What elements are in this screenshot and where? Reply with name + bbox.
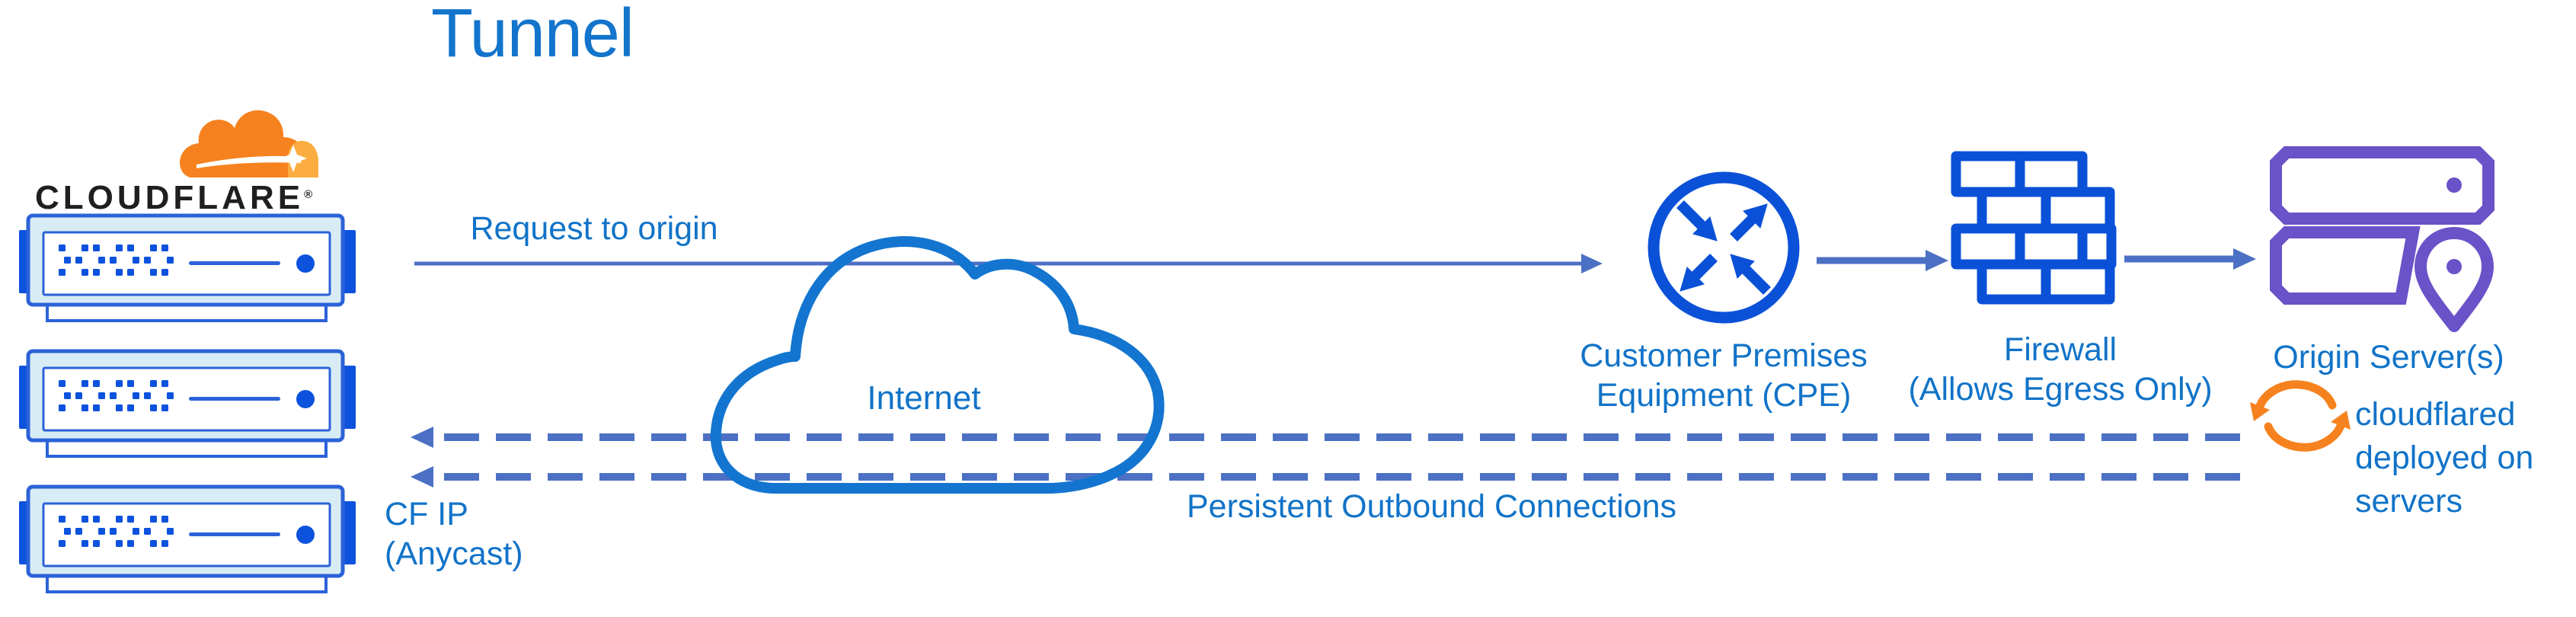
router-arrows-icon	[1648, 171, 1800, 324]
registered-trademark-symbol: ®	[304, 188, 313, 201]
anycast-line: (Anycast)	[385, 535, 523, 572]
firewall-label-line2: (Allows Egress Only)	[1908, 371, 2213, 408]
cloudflared-label: cloudflared deployed on servers	[2355, 393, 2533, 523]
outbound-arrow-bottom	[411, 466, 2248, 488]
request-to-origin-label: Request to origin	[470, 210, 718, 247]
firewall-to-origin-arrow	[2124, 248, 2256, 270]
edge-server-icon	[19, 351, 356, 456]
diagram-title: Tunnel	[431, 0, 634, 72]
cpe-label-line1: Customer Premises	[1580, 337, 1868, 374]
persistent-outbound-label: Persistent Outbound Connections	[1187, 488, 1677, 525]
cloudflare-wordmark-text: CLOUDFLARE	[35, 179, 305, 216]
cpe-label: Customer Premises Equipment (CPE)	[1533, 336, 1914, 415]
origin-server-location-icon	[2270, 146, 2495, 332]
cloudflare-wordmark: CLOUDFLARE®	[35, 180, 312, 216]
internet-cloud-icon	[710, 236, 1165, 494]
cloudflared-label-line3: servers	[2355, 483, 2463, 519]
brick-wall-icon	[1951, 151, 2117, 305]
firewall-label-line1: Firewall	[2003, 331, 2117, 368]
edge-server-icon	[19, 216, 356, 321]
cf-ip-anycast-label: CF IP (Anycast)	[385, 494, 523, 574]
cloudflared-label-line1: cloudflared	[2355, 396, 2516, 433]
outbound-arrow-top	[411, 427, 2248, 448]
cpe-to-firewall-arrow	[1817, 250, 1948, 271]
cpe-label-line2: Equipment (CPE)	[1596, 377, 1852, 414]
cloudflared-label-line2: deployed on	[2355, 440, 2534, 476]
internet-label: Internet	[867, 379, 981, 417]
origin-servers-label: Origin Server(s)	[2273, 339, 2504, 376]
sync-arrows-icon	[2250, 380, 2351, 452]
cf-ip-line: CF IP	[385, 496, 468, 532]
cloudflare-logo-cloud-icon	[180, 110, 318, 177]
edge-server-icon	[19, 487, 356, 592]
firewall-label: Firewall (Allows Egress Only)	[1870, 330, 2251, 409]
